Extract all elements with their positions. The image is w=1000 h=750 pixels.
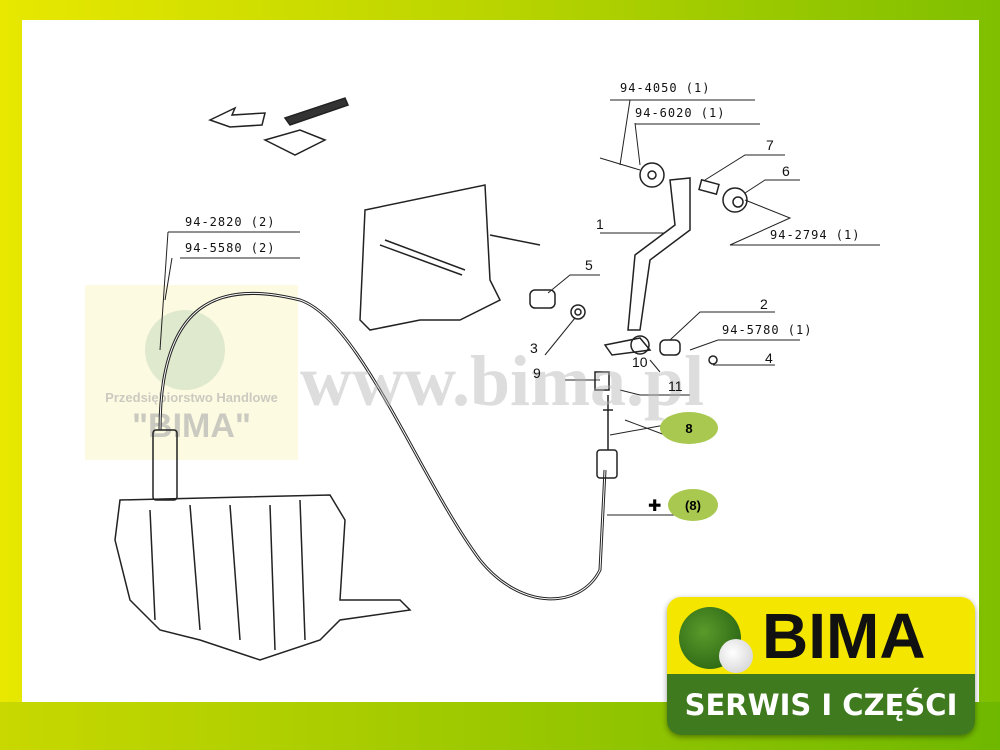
callout-1: 1: [596, 216, 604, 232]
callout-8-highlight: 8: [660, 412, 718, 444]
part-label-94-4050: 94-4050 (1): [620, 81, 711, 95]
direction-arrows-icon: [208, 97, 350, 156]
callout-8: 8: [685, 420, 693, 436]
bracket-plate: [359, 184, 502, 331]
callout-4: 4: [765, 350, 773, 366]
callout-9: 9: [533, 365, 541, 381]
callout-7: 7: [766, 137, 774, 153]
part-label-94-2794: 94-2794 (1): [770, 228, 861, 242]
watermark-url: www.bima.pl: [300, 341, 705, 421]
lever-1: [627, 177, 691, 331]
control-valve-block: [114, 494, 412, 661]
callout-11: 11: [668, 378, 683, 394]
logo-tagline: SERWIS I CZĘŚCI: [667, 674, 975, 735]
callout-10: 10: [632, 354, 648, 370]
part-label-94-6020: 94-6020 (1): [635, 106, 726, 120]
part-label-94-5780: 94-5780 (1): [722, 323, 813, 337]
assembly-plus-icon: ✚: [648, 496, 662, 515]
part-label-94-2820: 94-2820 (2): [185, 215, 276, 229]
watermark-company-name: "BIMA": [131, 407, 252, 445]
callout-3: 3: [530, 340, 538, 356]
callout-8-assembly-highlight: (8): [668, 489, 718, 521]
cable-inner: [159, 292, 606, 600]
part-label-94-5580: 94-5580 (2): [185, 241, 276, 255]
callout-6: 6: [782, 163, 790, 179]
callout-8-assembly: (8): [685, 497, 701, 513]
watermark-company-line: Przedsiębiorstwo Handlowe: [105, 390, 278, 405]
callout-2: 2: [760, 296, 768, 312]
bima-logo: BIMA SERWIS I CZĘŚCI: [667, 597, 975, 735]
callout-5: 5: [585, 257, 593, 273]
logo-name: BIMA: [762, 600, 926, 672]
